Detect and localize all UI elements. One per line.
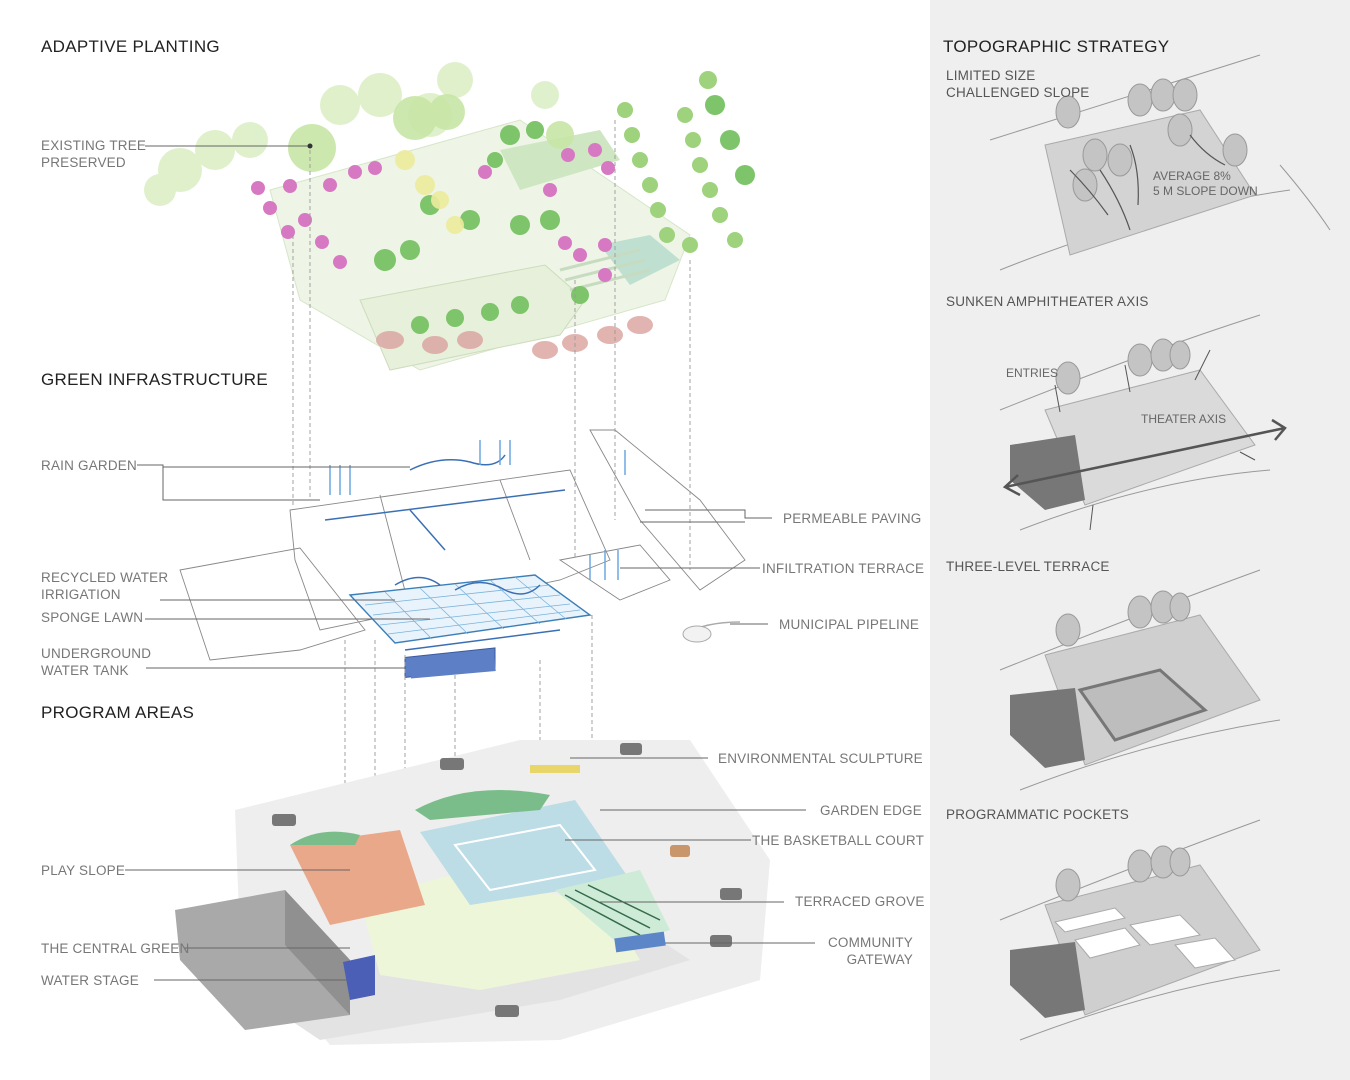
water-tank-shape: [409, 651, 496, 679]
label-environmental-sculpture: ENVIRONMENTAL SCULPTURE: [718, 751, 923, 766]
section-title-green-infrastructure: GREEN INFRASTRUCTURE: [41, 370, 269, 389]
label-garden-edge: GARDEN EDGE: [820, 803, 922, 818]
topo-label-theater-axis: THEATER AXIS: [1141, 412, 1227, 426]
label-sponge-lawn: SPONGE LAWN: [41, 610, 144, 625]
section-title-topographic-strategy: TOPOGRAPHIC STRATEGY: [943, 37, 1170, 56]
label-rain-garden: RAIN GARDEN: [41, 458, 137, 473]
topo-diagram-1: [989, 54, 1331, 271]
label-central-green: THE CENTRAL GREEN: [41, 941, 190, 956]
play-slope-shape: [290, 830, 425, 925]
topo-diagram-4: [999, 819, 1281, 1041]
basketball-court-shape: [420, 800, 630, 905]
water-stage-shape: [343, 955, 375, 1000]
label-infiltration-terrace: INFILTRATION TERRACE: [762, 561, 925, 576]
topo-label-limited-size: LIMITED SIZE CHALLENGED SLOPE: [946, 68, 1090, 100]
topo-diagram-2: [999, 314, 1287, 531]
topo-label-three-level: THREE-LEVEL TERRACE: [946, 559, 1110, 574]
leader-lines: [125, 143, 815, 981]
topo-label-sunken-axis: SUNKEN AMPHITHEATER AXIS: [946, 294, 1149, 309]
topo-label-average-slope: AVERAGE 8% 5 M SLOPE DOWN: [1153, 169, 1258, 198]
terraced-grove-shape: [555, 870, 670, 945]
label-permeable-paving: PERMEABLE PAVING: [783, 511, 922, 526]
sculpture-shape: [530, 765, 580, 773]
topo-label-pockets: PROGRAMMATIC POCKETS: [946, 807, 1130, 822]
program-layer: [175, 740, 770, 1045]
label-underground-tank: UNDERGROUND WATER TANK: [41, 646, 152, 678]
topo-label-entries: ENTRIES: [1006, 366, 1059, 380]
label-terraced-grove: TERRACED GROVE: [795, 894, 925, 909]
label-water-stage: WATER STAGE: [41, 973, 139, 988]
label-recycled-water: RECYCLED WATER IRRIGATION: [41, 570, 169, 602]
label-basketball-court: THE BASKETBALL COURT: [752, 833, 925, 848]
pipeline-end: [682, 625, 712, 643]
section-title-program-areas: PROGRAM AREAS: [41, 703, 195, 722]
topo-diagram-3: [999, 569, 1281, 791]
label-existing-tree: EXISTING TREE PRESERVED: [41, 138, 147, 170]
label-community-gateway: COMMUNITY GATEWAY: [827, 935, 913, 967]
garden-mound: [415, 790, 550, 820]
label-municipal-pipeline: MUNICIPAL PIPELINE: [779, 617, 920, 632]
planting-layer: [144, 62, 755, 371]
section-title-adaptive-planting: ADAPTIVE PLANTING: [41, 37, 220, 56]
label-play-slope: PLAY SLOPE: [41, 863, 126, 878]
